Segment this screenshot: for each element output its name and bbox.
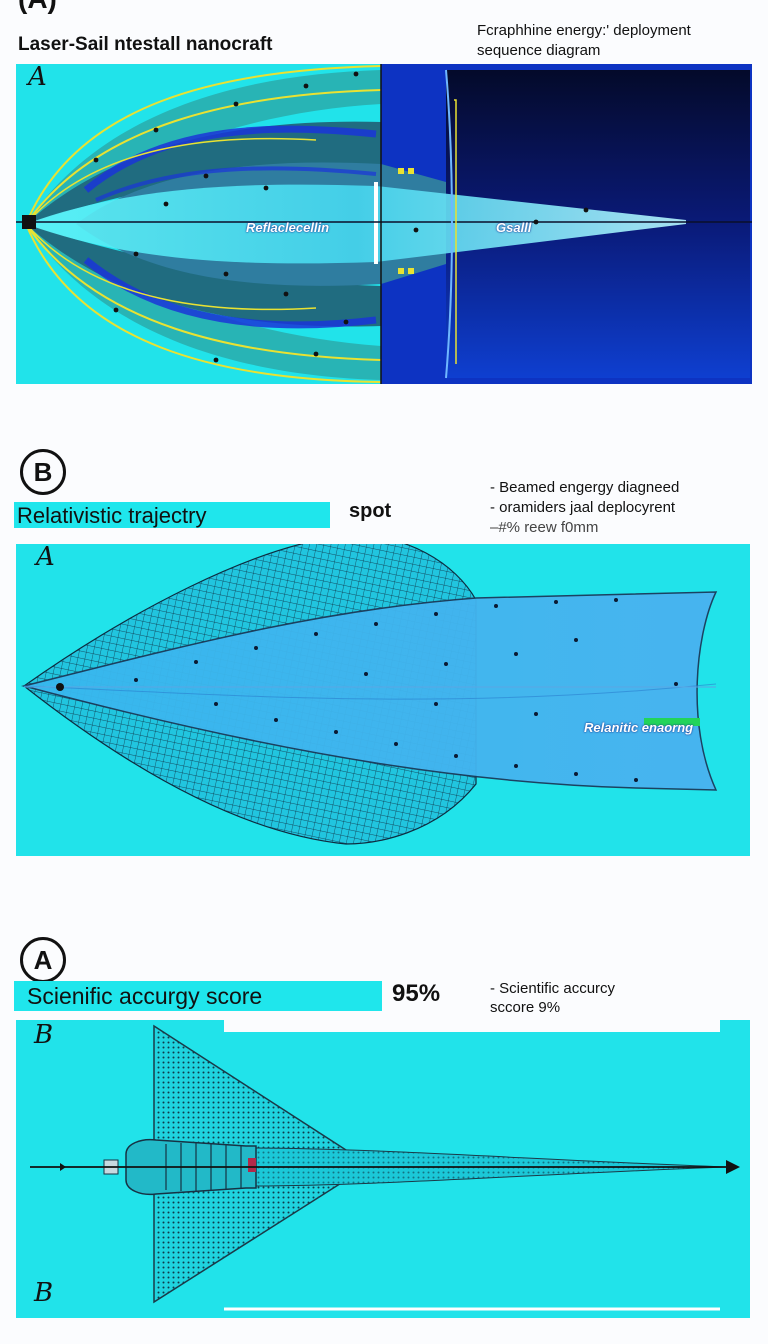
relativistic-trajectory-graphic [16,544,750,856]
panel-b-diagram: A Relanitic enaorng [16,544,750,856]
panel-a-note-line2: sequence diagram [477,42,601,59]
section-label-a: (A) [18,0,57,16]
panel-c-letter-top: B [34,1020,54,1050]
panel-b-subtitle: spot [349,500,392,522]
section-label-c: A [20,937,66,983]
panel-b-title-band [14,502,330,528]
panel-b-letter: A [36,544,55,572]
spacecraft-profile-graphic [16,1020,750,1318]
panel-c-title: Scienific accurgy score [27,983,263,1009]
panel-a-diagram: A Reflaclecellin Gsalll [16,64,752,384]
laser-sail-deployment-graphic [16,64,752,384]
panel-c-title-band [14,981,382,1011]
panel-a-note-line1: Fcraphhine energy:' deployment [477,22,691,39]
panel-b-note-line1: - Beamed engergy diagneed [490,479,680,496]
sail-label: Gsalll [496,220,532,235]
section-label-b: B [20,449,66,495]
panel-c-note-line2: sccore 9% [490,999,561,1016]
relativistic-sail-label: Relanitic enaorng [584,720,694,735]
panel-b-title: Relativistic trajectry [17,503,207,528]
panel-c-letter-bottom: B [34,1278,54,1308]
panel-a-letter: A [28,64,47,92]
panel-b-note-line2: - oramiders jaal deplocyrent [490,499,676,516]
panel-b-note-line3: –#% reew f0mm [490,519,599,536]
panel-c-diagram: B B [16,1020,750,1318]
panel-c-note-line1: - Scientific accurcy [490,980,616,997]
accuracy-score-value: 95% [392,980,441,1007]
reflector-cell-label: Reflaclecellin [246,220,330,235]
panel-a-title: Laser-Sail ntestall nanocraft [18,34,273,55]
